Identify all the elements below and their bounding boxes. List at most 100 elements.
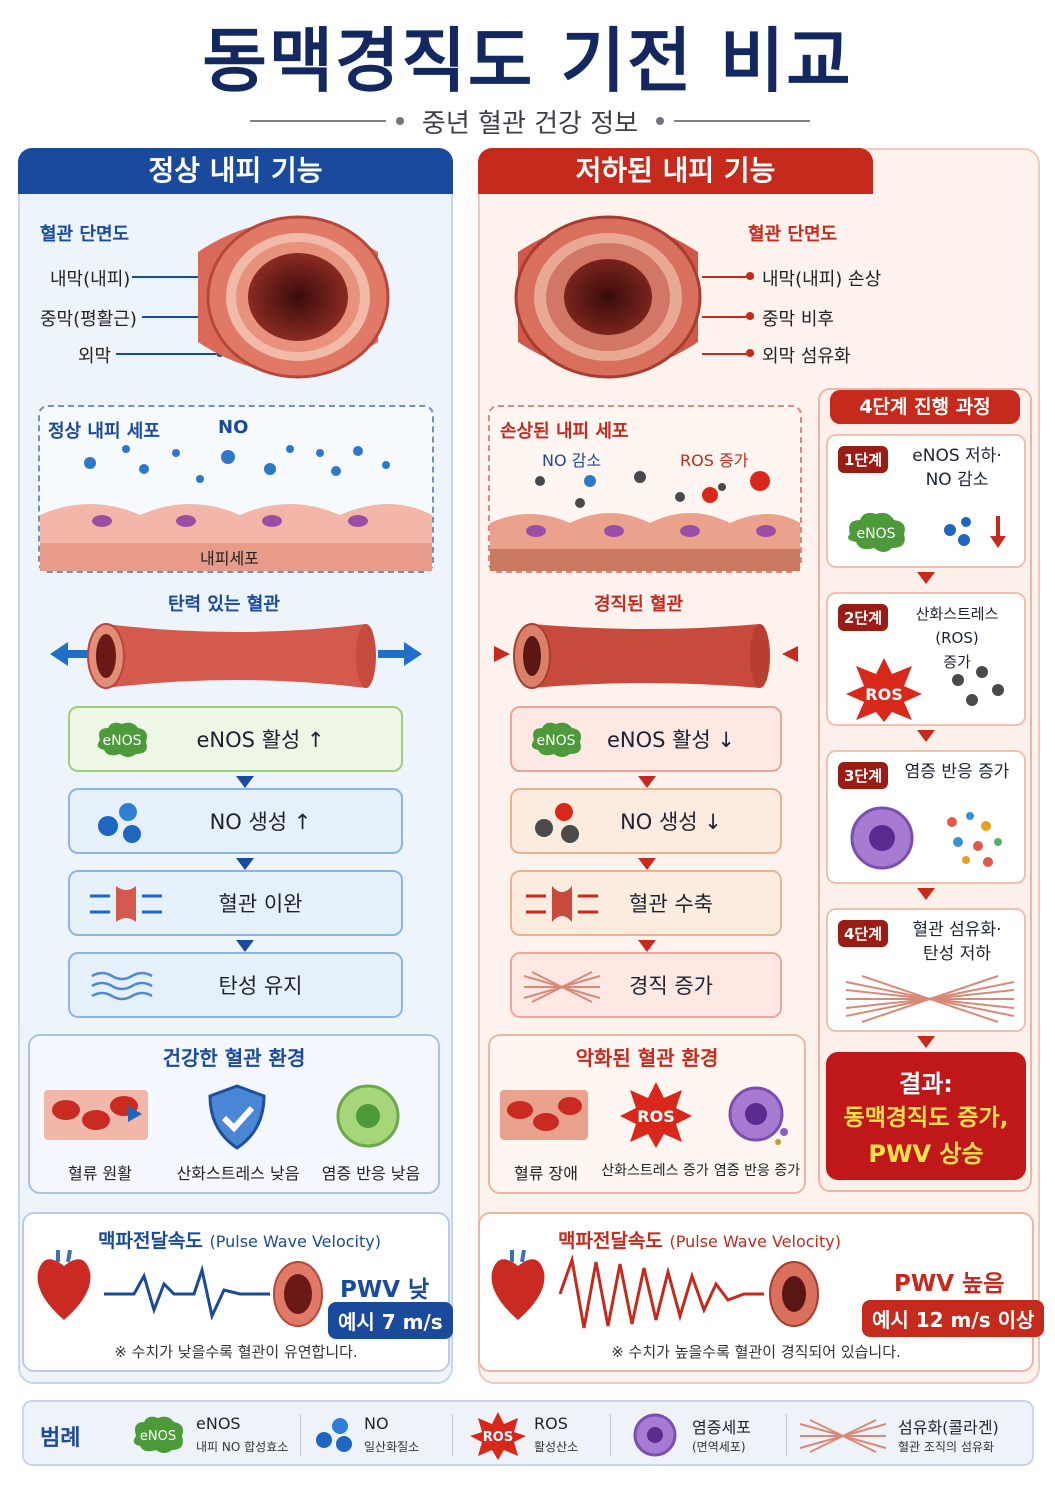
no-decrease-label: NO 감소 (542, 451, 602, 470)
stage-4-fibrosis-illustration (845, 975, 1015, 1023)
worsened-env-title: 악화된 혈관 환경 (575, 1046, 719, 1070)
no-molecule-icon (316, 1418, 352, 1452)
result-box: 결과: 동맥경직도 증가, PWV 상승 (826, 1052, 1026, 1180)
enos-icon: eNOS (97, 722, 147, 757)
legend-title: 범례 (40, 1426, 81, 1451)
healthy-env-title: 건강한 혈관 환경 (162, 1046, 306, 1070)
pwv-high-illustration (491, 1250, 819, 1329)
shield-check-icon (208, 1084, 266, 1150)
stiff-vessel-title: 경직된 혈관 (594, 594, 684, 615)
wave-icon (91, 971, 153, 1001)
progression-stages-panel: 4단계 진행 과정 1단계 eNOS 저하· NO 감소 eNOS 2단계 산화… (818, 388, 1032, 1192)
impaired-step-no-text: NO 생성 ↓ (620, 810, 722, 834)
damaged-cell-zoom: 손상된 내피 세포 NO 감소 ROS 증가 (488, 405, 802, 573)
legend-no: NO (364, 1414, 389, 1433)
elastic-vessel-title: 탄력 있는 혈관 (168, 594, 280, 615)
normal-step-no: NO 생성 ↑ (68, 788, 403, 854)
stage-3-text: 염증 반응 증가 (904, 762, 1010, 782)
normal-step-enos: eNOS eNOS 활성 ↑ (68, 706, 403, 772)
vessel-relax-icon (90, 886, 162, 922)
legend-no-desc: 일산화질소 (364, 1440, 420, 1454)
normal-endothelial-cells (40, 445, 432, 571)
stage-4-text: 혈관 섬유화· 탄성 저하 (912, 920, 1002, 964)
normal-layer-adventitia: 외막 (78, 346, 112, 367)
impaired-step-stiff-text: 경직 증가 (629, 974, 713, 998)
legend-fibrosis: 섬유화(콜라겐) (898, 1418, 999, 1437)
stages-heading: 4단계 진행 과정 (830, 390, 1020, 424)
worsened-env-oxidative: 산화스트레스 증가 (601, 1163, 709, 1179)
legend-inflammatory-cell: 염증세포 (692, 1418, 751, 1437)
damaged-vessel-cross-section (514, 215, 702, 379)
page-title: 동맥경직도 기전 비교 (202, 20, 853, 102)
svg-text:eNOS: eNOS (103, 733, 142, 749)
normal-cross-title: 혈관 단면도 (40, 224, 130, 245)
healthy-env-inflammation: 염증 반응 낮음 (321, 1164, 421, 1183)
pwv-low-illustration (37, 1250, 323, 1327)
stage-2-badge: 2단계 (838, 604, 889, 631)
no-molecule-icon (98, 803, 141, 843)
stage-1-text: eNOS 저하· NO 감소 (912, 446, 1002, 490)
impaired-step-no: NO 생성 ↓ (510, 788, 782, 854)
endothelial-cell-label: 내피세포 (200, 549, 259, 568)
inflammatory-cell-icon (633, 1413, 677, 1457)
stage-1-card: 1단계 eNOS 저하· NO 감소 eNOS (826, 434, 1026, 568)
page-subtitle: 중년 혈관 건강 정보 (421, 108, 639, 139)
legend-ros-desc: 활성산소 (534, 1440, 579, 1454)
ros-burst-icon: ROS (620, 1082, 692, 1148)
legend-fibrosis-desc: 혈관 조직의 섬유화 (898, 1440, 994, 1454)
healthy-env-flow: 혈류 원활 (68, 1164, 132, 1183)
enos-icon: eNOS (531, 722, 581, 757)
divider-left (250, 120, 386, 122)
impaired-cross-title: 혈관 단면도 (748, 224, 838, 245)
result-line-stiffness: 동맥경직도 증가, (843, 1105, 1009, 1131)
normal-layer-media: 중막(평활근) (40, 309, 137, 330)
divider-dot-right (656, 117, 665, 125)
normal-step-relax-text: 혈관 이완 (218, 892, 303, 916)
pwv-low-example: 예시 7 m/s (328, 1302, 453, 1339)
pwv-high-note: ※ 수치가 높을수록 혈관이 경직되어 있습니다. (611, 1343, 901, 1361)
stiff-vessel-illustration (494, 623, 798, 689)
pwv-high-box: 맥파전달속도 (Pulse Wave Velocity) PWV 높음 예시 1… (478, 1212, 1045, 1372)
impaired-layer-adventitia: 외막 섬유화 (762, 346, 851, 367)
normal-cell-zoom: 정상 내피 세포 NO 내피세포 (38, 405, 434, 573)
svg-text:eNOS: eNOS (140, 1429, 176, 1444)
impaired-step-constrict-text: 혈관 수축 (629, 892, 713, 916)
impaired-step-enos-text: eNOS 활성 ↓ (606, 728, 736, 752)
impaired-step-enos: eNOS eNOS 활성 ↓ (510, 706, 782, 772)
pwv-low-box: 맥파전달속도 (Pulse Wave Velocity) PWV 낮음 예시 7… (22, 1212, 453, 1372)
fibrosis-icon (799, 1419, 887, 1453)
stage-1-illustration: eNOS (848, 512, 1006, 552)
worsened-env-inflammation: 염증 반응 증가 (713, 1163, 801, 1179)
impaired-panel-heading: 저하된 내피 기능 (478, 148, 873, 194)
vessel-constrict-icon (526, 886, 598, 922)
normal-step-enos-text: eNOS 활성 ↑ (196, 728, 325, 752)
no-molecule-reduced-icon (535, 803, 579, 843)
pwv-low-note: ※ 수치가 낮을수록 혈관이 유연합니다. (114, 1343, 358, 1361)
normal-step-elastic-text: 탄성 유지 (218, 974, 303, 998)
healthy-cell-icon (336, 1084, 400, 1148)
pwv-high-title: 맥파전달속도 (Pulse Wave Velocity) (558, 1230, 841, 1252)
svg-text:ROS: ROS (483, 1430, 513, 1445)
healthy-environment-box: 건강한 혈관 환경 혈류 원활 산화스트레스 낮음 염증 반응 낮음 (28, 1034, 440, 1194)
healthy-env-oxidative: 산화스트레스 낮음 (176, 1164, 300, 1183)
stage-3-badge: 3단계 (838, 762, 889, 789)
impaired-step-stiff: 경직 증가 (510, 952, 782, 1018)
stage-2-card: 2단계 산화스트레스(ROS) 증가 ROS (826, 592, 1026, 726)
pwv-low-title: 맥파전달속도 (Pulse Wave Velocity) (98, 1230, 381, 1252)
legend-bar: 범례 eNOS eNOS 내피 NO 합성효소 NO 일산화질소 ROS ROS… (22, 1400, 1034, 1466)
normal-cell-title: 정상 내피 세포 (48, 421, 160, 442)
result-line-pwv: PWV 상승 (868, 1140, 984, 1168)
inflammatory-cell-icon (728, 1086, 788, 1145)
healthy-vessel-cross-section (198, 215, 390, 379)
result-label: 결과: (899, 1070, 953, 1098)
damaged-cell-title: 손상된 내피 세포 (500, 421, 629, 442)
enos-icon: eNOS (133, 1416, 183, 1453)
damaged-endothelial-cells (490, 471, 800, 571)
normal-layer-intima: 내막(내피) (50, 269, 131, 290)
blood-flow-blocked-icon (500, 1090, 588, 1140)
svg-text:eNOS: eNOS (537, 733, 576, 749)
normal-no-label: NO (218, 417, 249, 438)
normal-step-no-text: NO 생성 ↑ (209, 810, 312, 834)
legend-ros: ROS (534, 1414, 568, 1433)
svg-text:eNOS: eNOS (857, 526, 896, 542)
